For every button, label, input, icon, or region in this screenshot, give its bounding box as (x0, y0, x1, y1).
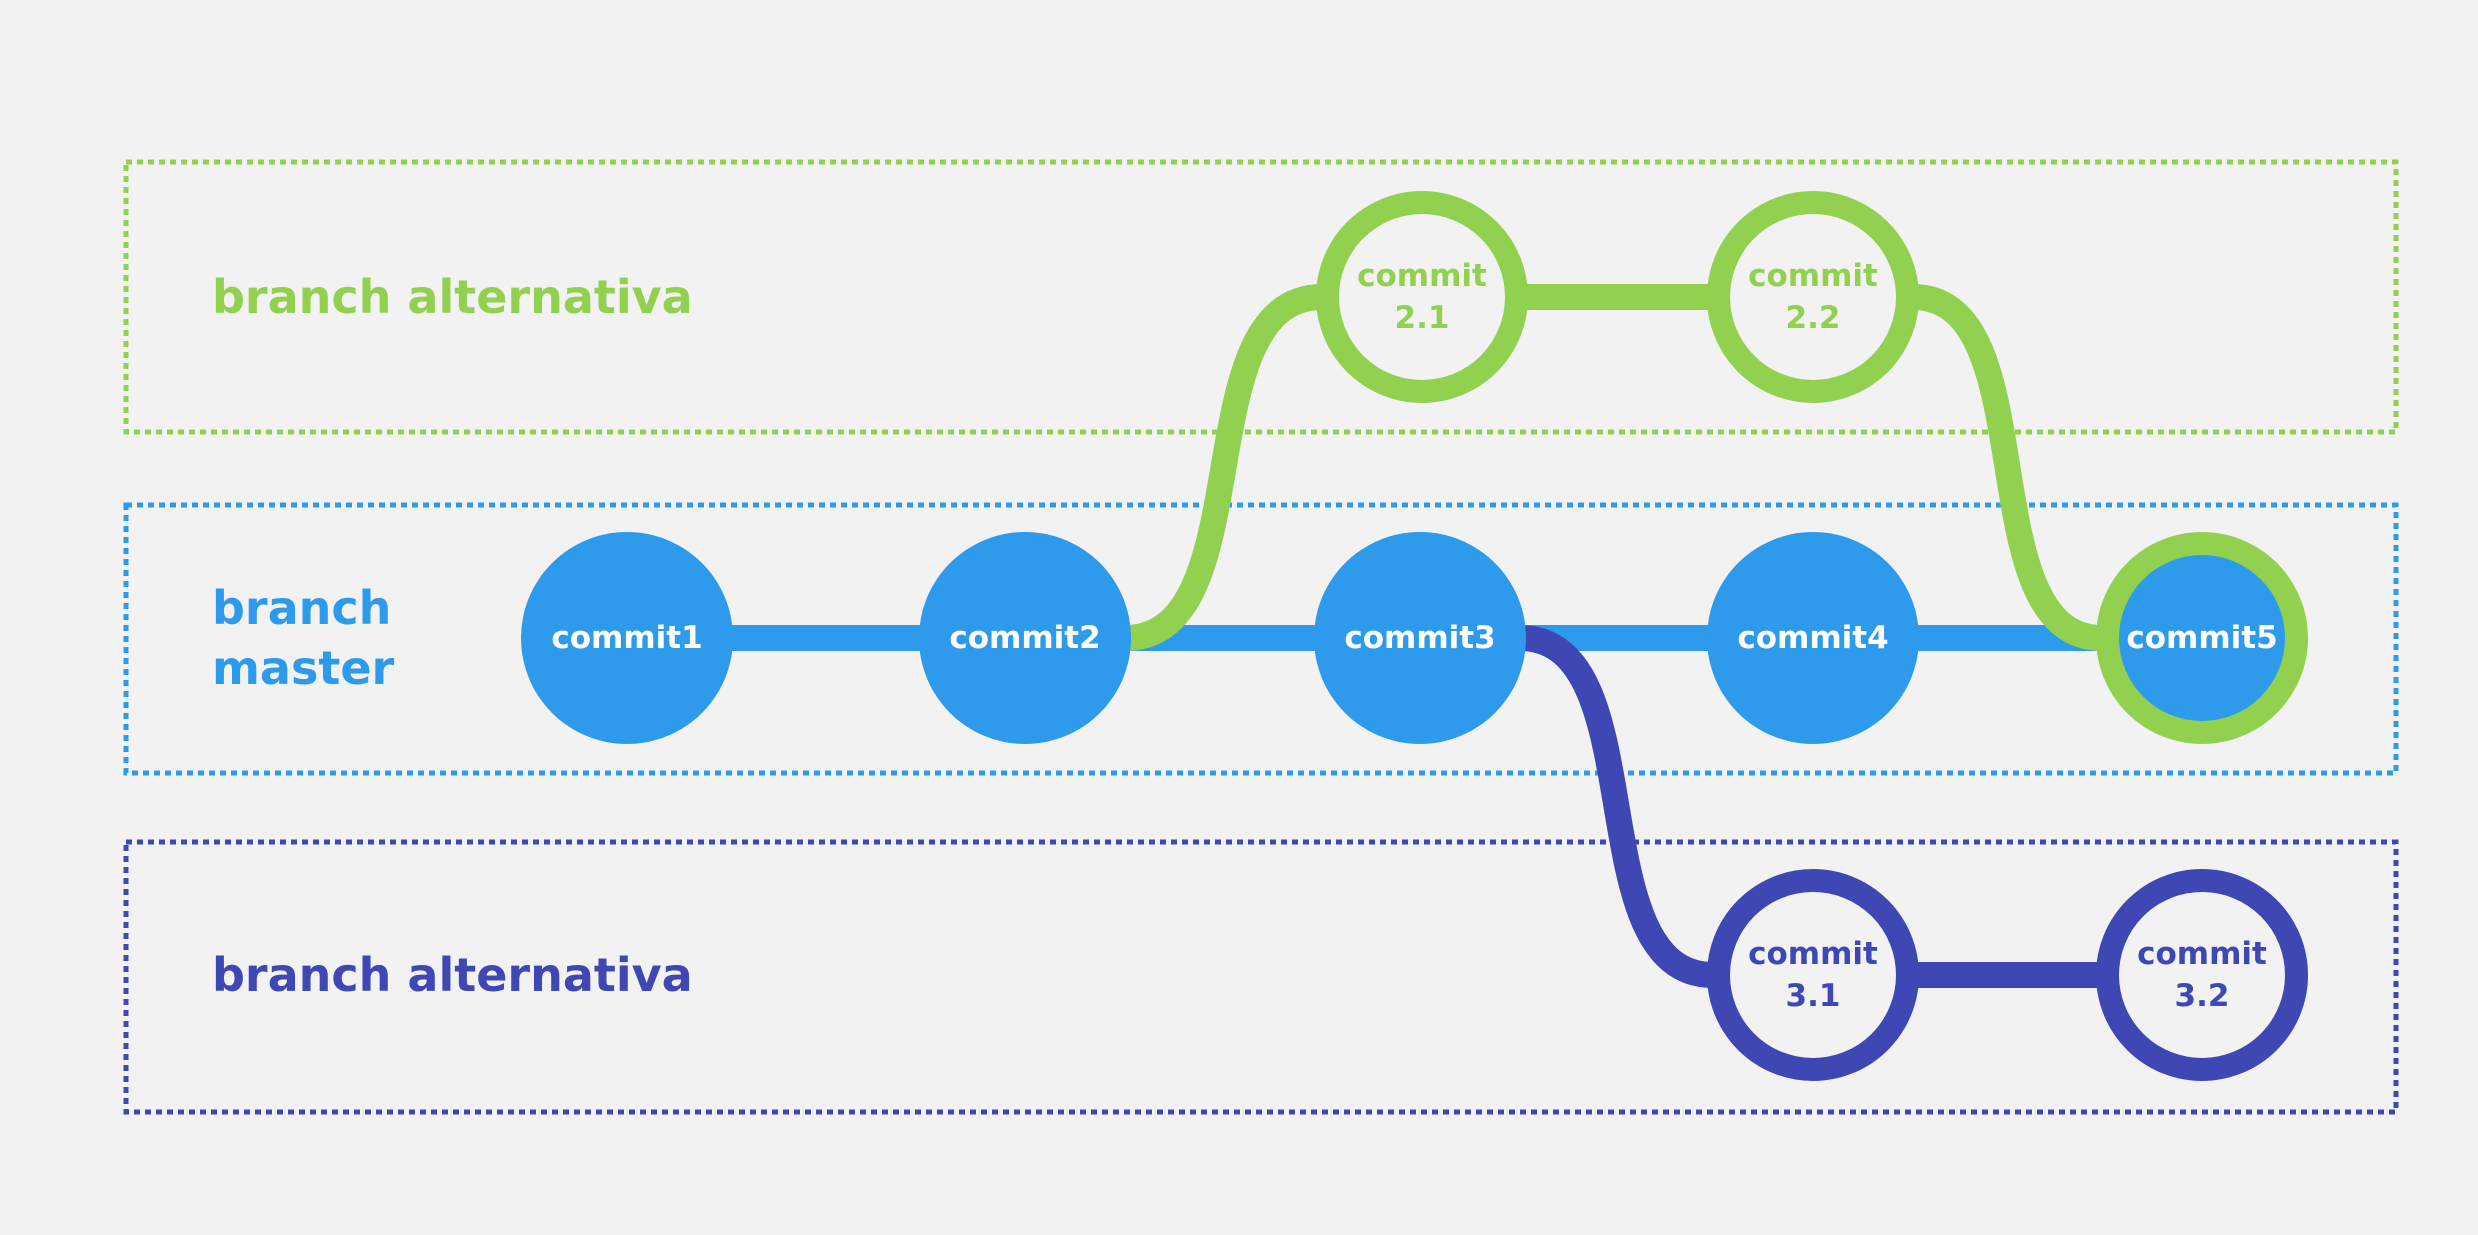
commit-node-c31[interactable]: commit 3.1 (1707, 869, 1919, 1081)
lanes-layer: branch alternativa branch master branch alt… (123, 159, 2399, 1115)
lane-label: branch alternativa (212, 948, 693, 1002)
commit-node-c5[interactable]: commit5 (2096, 532, 2308, 744)
commit-node-c4[interactable]: commit4 (1707, 532, 1919, 744)
commit-label: commit (1357, 258, 1487, 294)
lane-master: branch master (123, 502, 2399, 776)
link-c22-c5 (1912, 284, 2103, 651)
commit-circle (1314, 532, 1526, 744)
commit-label: commit5 (2126, 620, 2277, 656)
commit-node-c22[interactable]: commit 2.2 (1707, 191, 1919, 403)
commit-ring (1707, 191, 1919, 403)
commit-circle (919, 532, 1131, 744)
commit-node-c1[interactable]: commit1 (521, 532, 733, 744)
commit-ring (1316, 191, 1528, 403)
lane-top: branch alternativa (123, 159, 2399, 435)
commit-circle (521, 532, 733, 744)
commit-label: commit (1748, 258, 1878, 294)
commit-node-c21[interactable]: commit 2.1 (1316, 191, 1528, 403)
commit-label: 2.1 (1395, 300, 1450, 336)
commit-label: commit1 (551, 620, 702, 656)
commit-label: 2.2 (1786, 300, 1841, 336)
commit-node-c2[interactable]: commit2 (919, 532, 1131, 744)
commit-node-c3[interactable]: commit3 (1314, 532, 1526, 744)
lane-label: branch (212, 581, 391, 635)
link-c2-c21 (1124, 284, 1323, 651)
commit-label: 3.2 (2175, 978, 2230, 1014)
lane-border (123, 502, 2399, 776)
commit-circle (2096, 532, 2308, 744)
lane-bottom: branch alternativa (123, 839, 2399, 1115)
commit-circle (1707, 532, 1919, 744)
commit-ring (2096, 869, 2308, 1081)
commit-ring (1707, 869, 1919, 1081)
commit-label: commit (2137, 936, 2267, 972)
commit-label: commit (1748, 936, 1878, 972)
commit-label: commit4 (1737, 620, 1888, 656)
commit-node-c32[interactable]: commit 3.2 (2096, 869, 2308, 1081)
commit-label: commit3 (1344, 620, 1495, 656)
link-c3-c31 (1519, 625, 1714, 988)
commit-label: commit2 (949, 620, 1100, 656)
lane-label: branch alternativa (212, 270, 693, 324)
commit-label: 3.1 (1786, 978, 1841, 1014)
nodes-layer: commit1 commit2 commit3 commit4 commit5 commi… (521, 191, 2308, 1081)
lane-border (123, 159, 2399, 435)
lane-border (123, 839, 2399, 1115)
lane-label: master (212, 641, 395, 695)
